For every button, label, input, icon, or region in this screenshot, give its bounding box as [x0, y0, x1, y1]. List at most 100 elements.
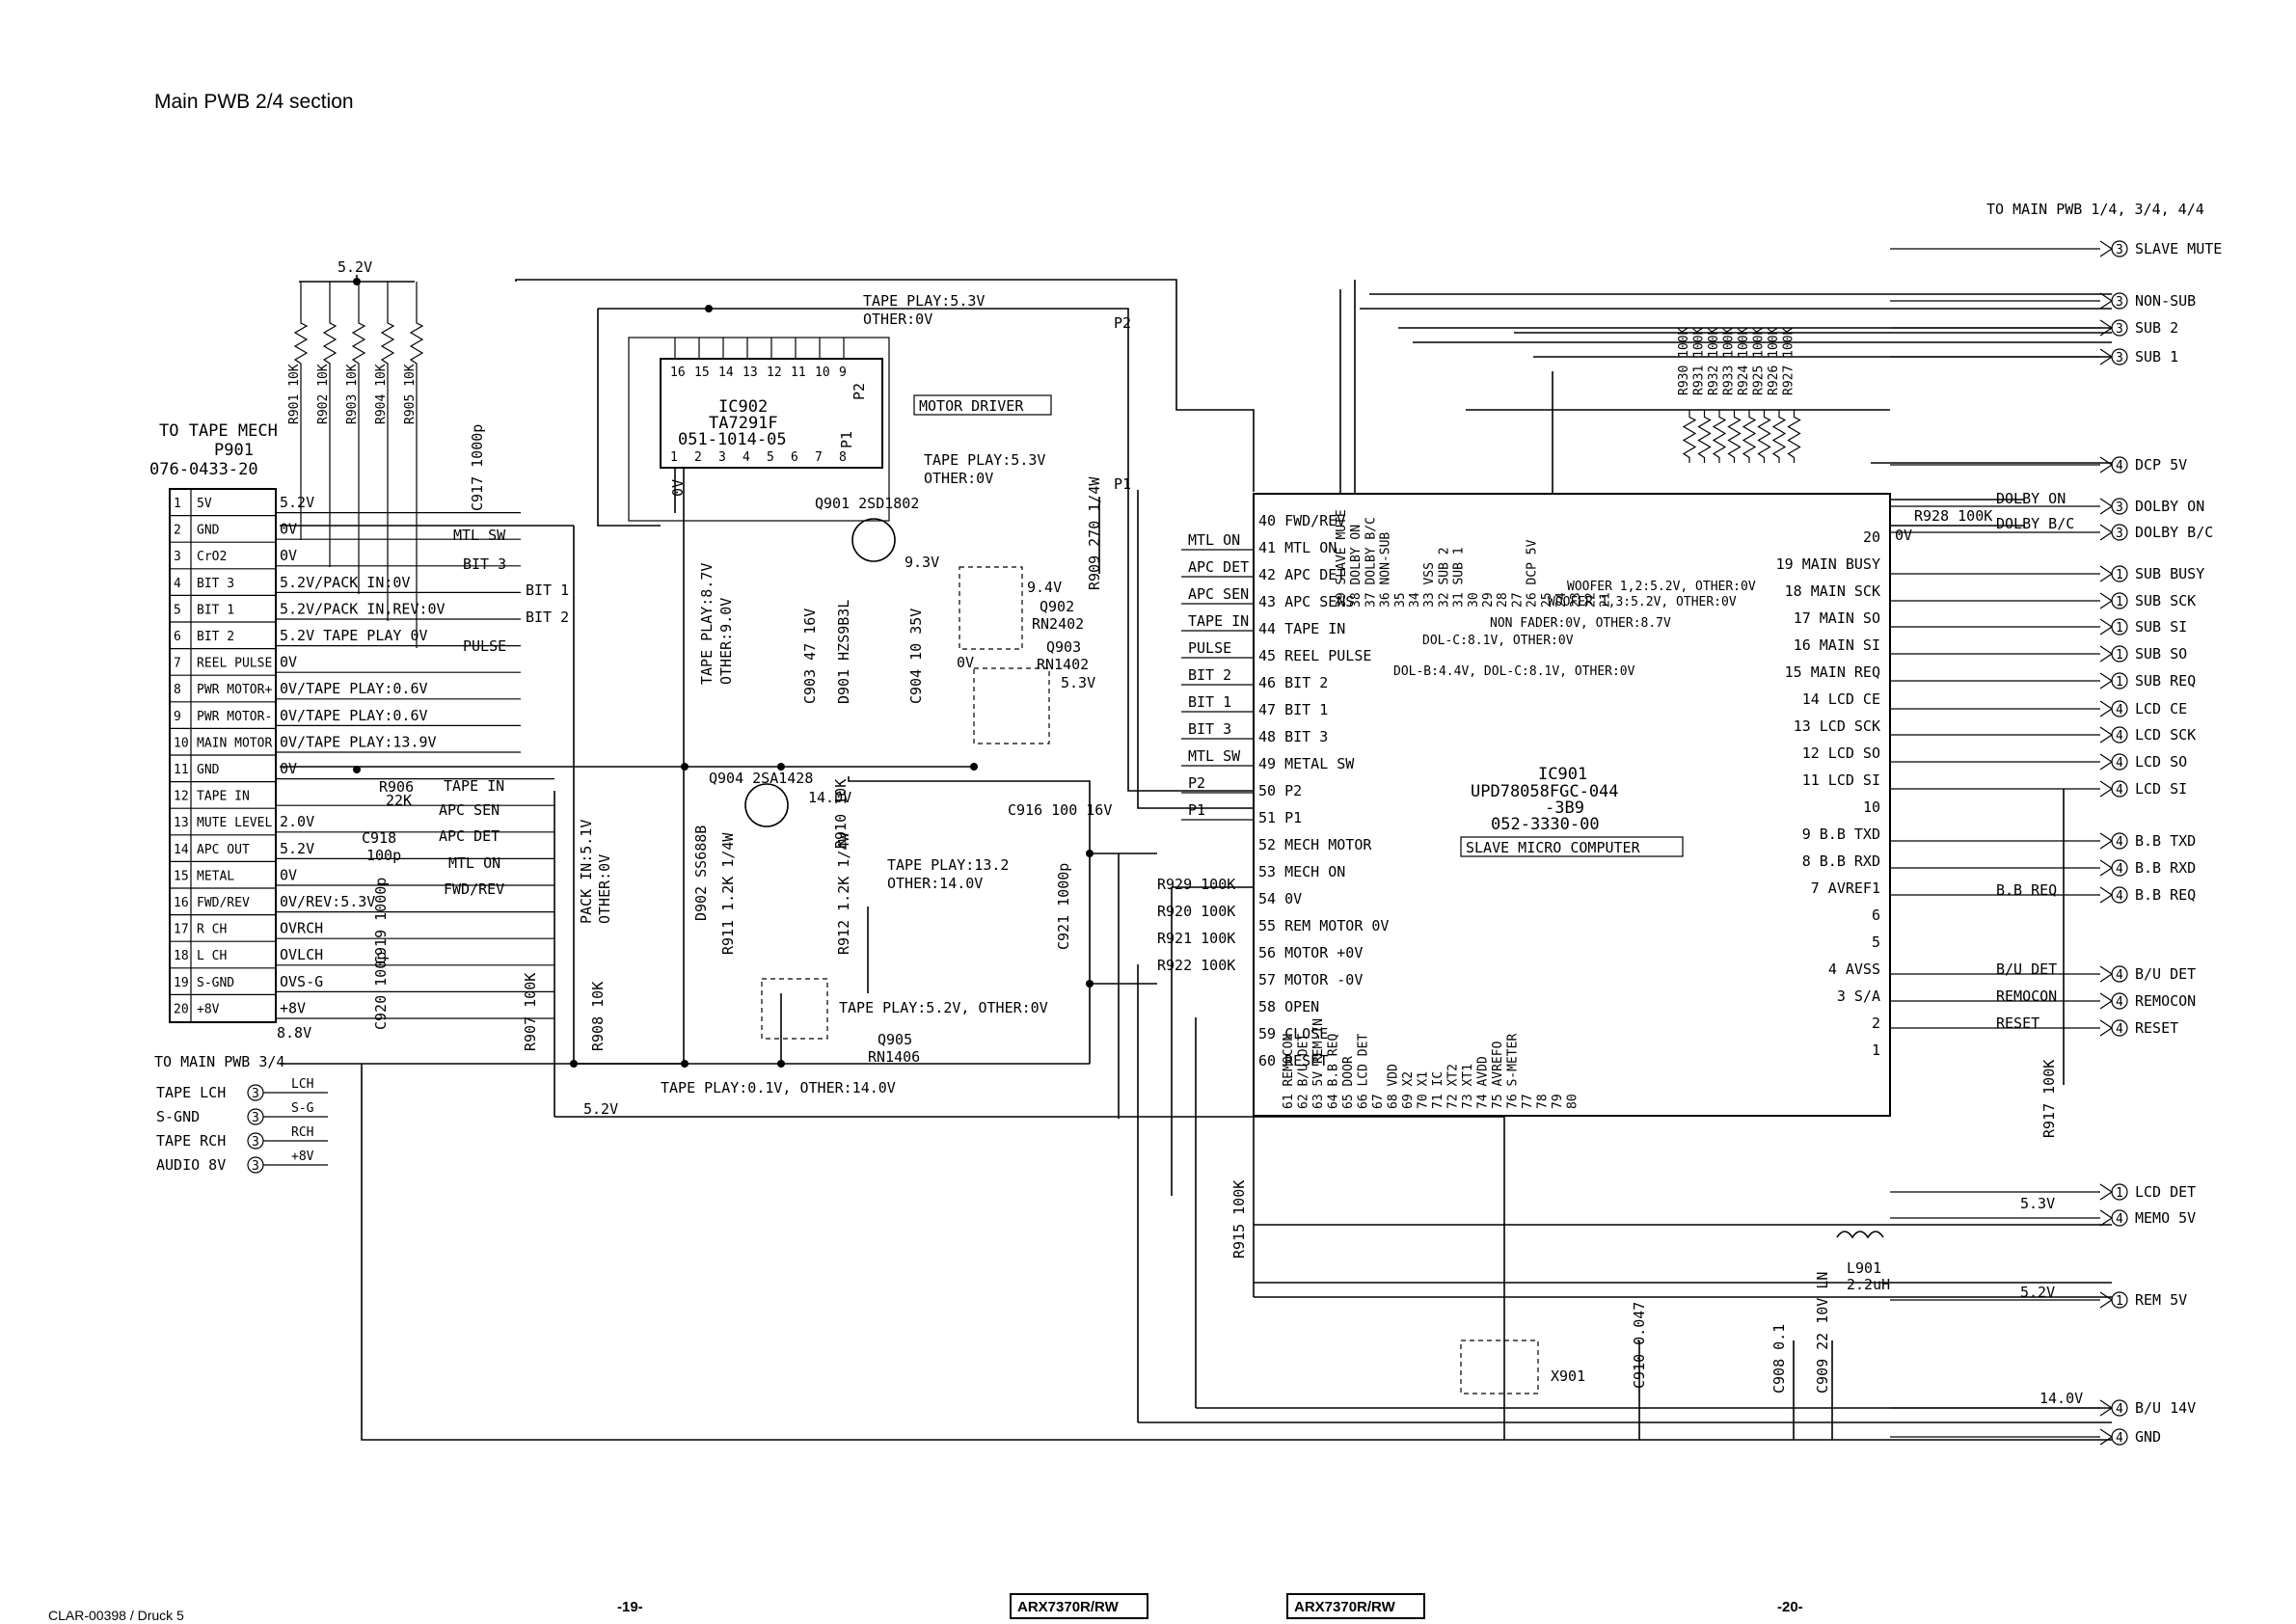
mcu-top-pin: 32 SUB 2 [1437, 547, 1451, 608]
x901-label: X901 [1551, 1367, 1585, 1385]
c917-label: C917 1000p [469, 424, 486, 511]
mcu-left-pin: 49 METAL SW [1258, 755, 1355, 772]
right-conn-label: SUB SO [2135, 645, 2187, 663]
mcu-right-pin: 20 [1863, 528, 1880, 546]
right-wire-label: DOLBY ON [1996, 490, 2066, 507]
mcu-right-pin: 18 MAIN SCK [1785, 582, 1880, 600]
mcu-ext-signal: APC DET [1188, 558, 1249, 576]
resistor-label: R905 10K [403, 364, 418, 424]
pin-voltage: 0V [280, 521, 297, 538]
mcu-right-pin: 5 [1872, 934, 1880, 951]
c919-label: C919 1000p [372, 878, 390, 964]
md-p1-pin: P1 [838, 431, 855, 448]
play01-label: TAPE PLAY:0.1V, OTHER:14.0V [661, 1079, 896, 1096]
mcu-bottom-pin: 69 X2 [1401, 1071, 1416, 1109]
resistor-label: R904 10K [374, 364, 389, 424]
pin-name: PWR MOTOR- [197, 710, 272, 724]
right-conn-label: SUB SI [2135, 618, 2187, 636]
ic901-ref: IC901 [1538, 765, 1587, 784]
mcu-left-pin: 54 0V [1258, 890, 1302, 907]
right-conn-num: 4 [2116, 703, 2123, 717]
audio-out-label: TAPE LCH [156, 1084, 226, 1101]
r910-label: R910 10K [832, 779, 850, 849]
right-conn-label: SUB SCK [2135, 592, 2196, 609]
mcu-ext-signal: BIT 2 [1188, 666, 1231, 684]
pin-number: 3 [174, 550, 181, 564]
mcu-bottom-pin: 75 AVREFO [1491, 1041, 1505, 1109]
r908-label: R908 10K [589, 982, 607, 1051]
mcu-top-pin: 31 SUB 1 [1452, 547, 1467, 608]
right-conn-label: REM 5V [2135, 1291, 2187, 1309]
pin-number: 20 [174, 1002, 189, 1016]
mcu-right-pin: 15 MAIN REQ [1785, 663, 1880, 681]
pin-number: 11 [174, 763, 189, 777]
c904-label: C904 10 35V [907, 609, 925, 704]
footer: CLAR-00398 / Druck 5 -19- ARX7370R/RW AR… [48, 1593, 1803, 1623]
mcu-left-pin: 45 REEL PULSE [1258, 647, 1371, 664]
pin-number: 4 [174, 577, 181, 591]
r915-label: R915 100K [1230, 1180, 1248, 1259]
c918-value: 100p [366, 847, 401, 864]
md-other-bot: OTHER:0V [924, 470, 993, 487]
pin-voltage: 5.2V/PACK IN,REV:0V [280, 600, 446, 617]
q902-label: Q902 [1040, 598, 1074, 615]
right-conn-label: LCD SI [2135, 780, 2187, 798]
right-conn-label: LCD CE [2135, 700, 2187, 717]
right-conn-label: MEMO 5V [2135, 1209, 2196, 1227]
mcu-left-pin: 51 P1 [1258, 809, 1302, 826]
ic902-part: TA7291F [709, 414, 778, 433]
pin-voltage: 0V/TAPE PLAY:13.9V [280, 733, 437, 750]
mcu-bottom-pin: 64 B.B REQ [1327, 1034, 1341, 1109]
right-conn-label: B.B RXD [2135, 859, 2196, 877]
rv-52: 5.2V [2020, 1284, 2055, 1301]
tape-signal-label: MTL SW [453, 527, 506, 544]
mcu-right-pin: 17 MAIN SO [1794, 609, 1880, 627]
pin-name: S-GND [197, 976, 234, 990]
mcu-ext-signal: P1 [1188, 801, 1205, 819]
mcu-pullup-label: R926 100K [1767, 327, 1781, 395]
mcu-right-pin: 12 LCD SO [1802, 744, 1880, 762]
main-wiring [280, 279, 1900, 1441]
mcu-bottom-pin: 61 REMOCON [1282, 1034, 1296, 1109]
pin-name: PWR MOTOR+ [197, 683, 272, 697]
ic902-code: 051-1014-05 [678, 430, 787, 449]
mcu-bottom-pin: 68 VDD [1387, 1064, 1401, 1109]
mcu-left-pin: 50 P2 [1258, 782, 1302, 799]
ic901-label: SLAVE MICRO COMPUTER [1466, 839, 1641, 856]
mcu-wiring [1137, 280, 2112, 1441]
pin-voltage: 0V [280, 654, 297, 671]
right-conn-num: 3 [2116, 322, 2123, 337]
pin-voltage: 5.2V/PACK IN:0V [280, 574, 410, 591]
mcu-top-pin: 30 [1467, 592, 1481, 608]
r906-value: 22K [386, 792, 412, 809]
right-conn-label: B.B REQ [2135, 886, 2196, 904]
right-conn-label: NON-SUB [2135, 292, 2196, 310]
q905-play-label: TAPE PLAY:5.2V, OTHER:0V [839, 999, 1048, 1016]
mcu-top-pin: 39 SLAVE MUTE [1335, 509, 1349, 608]
right-conn-label: B.B TXD [2135, 832, 2196, 850]
mcu-left-pin: 48 BIT 3 [1258, 728, 1328, 745]
rn1406-label: RN1406 [868, 1048, 920, 1066]
mcu-ext-signal: P2 [1188, 774, 1205, 792]
pin-voltage: 2.0V [280, 813, 314, 830]
c903-label: C903 47 16V [801, 609, 819, 704]
right-conn-num: 1 [2116, 568, 2123, 582]
right-conn-num: 4 [2116, 889, 2123, 904]
footer-model-left: ARX7370R/RW [1017, 1599, 1120, 1615]
footer-page-left: -19- [617, 1599, 643, 1615]
mcu-right-pin: 13 LCD SCK [1794, 717, 1880, 735]
right-conn-label: DOLBY B/C [2135, 524, 2213, 541]
pin-voltage: 5.2V [280, 840, 314, 857]
md-pin-top: 14 [718, 365, 734, 380]
mcu-top-pin: 33 VSS [1422, 562, 1437, 608]
pin-voltage: 0V/REV:5.3V [280, 893, 375, 910]
mcu-pullup-label: R924 100K [1737, 327, 1751, 395]
mcu-ext-signal: PULSE [1188, 639, 1231, 657]
right-conn-label: SUB 1 [2135, 348, 2178, 365]
pin-name: CrO2 [197, 550, 227, 564]
right-conn-label: SLAVE MUTE [2135, 240, 2222, 257]
